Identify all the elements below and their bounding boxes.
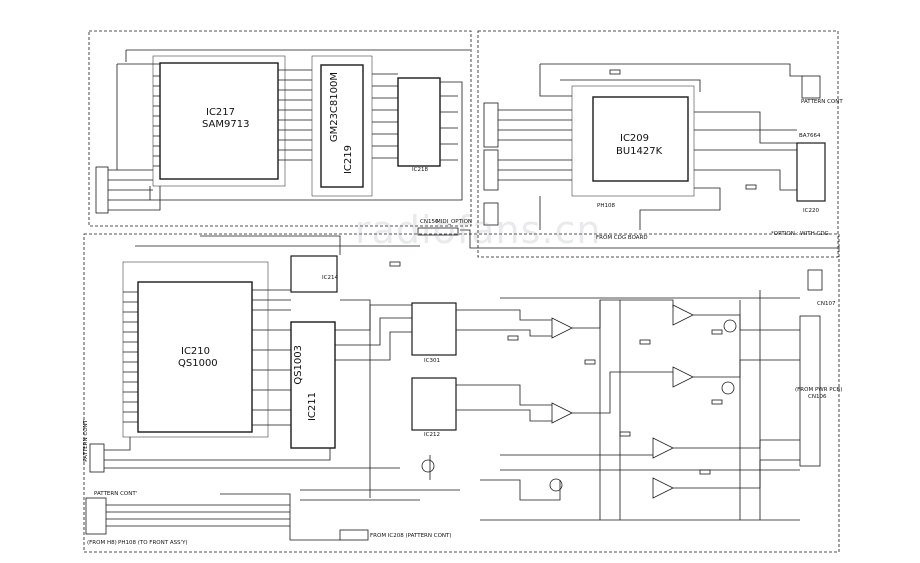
ic212-ref: IC212 xyxy=(424,432,440,438)
from-cdg-board-label: FROM CDG BOARD xyxy=(596,235,648,241)
pattern-cont-left-block xyxy=(89,443,105,473)
ic217-part: SAM9713 xyxy=(202,119,250,130)
option-with-cdg-label: *OPTION : WITH CDG xyxy=(771,231,829,237)
ic219-ref: IC219 xyxy=(343,145,354,175)
midi-option-label: MIDI_OPTION xyxy=(436,219,473,225)
pattern-cont-left-label: PATTERN CONT xyxy=(83,420,89,462)
ic212-body xyxy=(411,377,457,431)
ic220-ref: IC220 xyxy=(803,208,819,214)
ic218-ref: IC218 xyxy=(412,167,428,173)
ic209-part: BU1427K xyxy=(616,146,663,157)
ic210-part: QS1000 xyxy=(178,358,218,369)
ic217-ref: IC217 xyxy=(206,107,236,118)
ph108-small-block xyxy=(483,202,499,226)
ic219-body xyxy=(320,64,364,188)
opamp-6 xyxy=(652,477,674,499)
from-ic208-label: FROM IC208 (PATTERN CONT) xyxy=(370,533,452,539)
ph108-small-label: PH108 xyxy=(597,203,615,209)
opamp-5 xyxy=(652,437,674,459)
frame-top-right xyxy=(477,30,839,258)
cn106-label: CN106 xyxy=(808,394,827,400)
ic209-left-connector-a xyxy=(483,102,499,148)
ic218-body xyxy=(397,77,441,167)
ic217-body xyxy=(159,62,279,180)
ic209-body xyxy=(592,96,689,182)
ic211-body xyxy=(290,321,336,449)
ic211-ref: IC211 xyxy=(307,392,318,422)
ic220-body xyxy=(796,142,826,202)
pattern-cont-top-right-label: PATTERN CONT xyxy=(801,99,843,105)
ic209-ref: IC209 xyxy=(620,133,650,144)
ic219-part: GM23C8100M xyxy=(329,72,340,143)
ic214-ref: IC214 xyxy=(322,275,338,281)
ic211-part: QS1003 xyxy=(293,345,304,385)
ph108-front-label: PH108 (TO FRONT ASS'Y) xyxy=(118,540,188,546)
opamp-3 xyxy=(672,304,694,326)
pattern-cont-bottom-left-label: PATTERN CONT' xyxy=(94,491,138,497)
ba7664-label: BA7664 xyxy=(799,133,821,139)
ic210-ref: IC210 xyxy=(181,346,211,357)
from-h8-label: (FROM H8) xyxy=(87,540,117,546)
ic301-body xyxy=(411,302,457,356)
cn107-label: CN107 xyxy=(817,301,836,307)
from-pwr-pcb-label: (FROM PWR PCB) xyxy=(795,387,843,393)
ic301-ref: IC301 xyxy=(424,358,440,364)
opamp-4 xyxy=(672,366,694,388)
frame-top-left xyxy=(88,30,472,227)
pattern-cont-top-right-block xyxy=(801,75,821,99)
left-connector-block xyxy=(95,166,109,214)
frame-bottom xyxy=(83,233,840,553)
cn150-block xyxy=(417,227,459,236)
watermark-text: radiofans.cn xyxy=(355,208,602,252)
opamp-2 xyxy=(551,402,573,424)
opamp-1 xyxy=(551,317,573,339)
cn150-label: CN150 xyxy=(420,219,439,225)
ph108-front-block xyxy=(85,497,107,535)
from-ic208-block xyxy=(339,529,369,541)
ic209-left-connector-b xyxy=(483,149,499,191)
ic214-body xyxy=(290,255,338,293)
cn107-block xyxy=(807,269,823,291)
cn106-block xyxy=(799,315,821,467)
ic210-body xyxy=(137,281,253,433)
